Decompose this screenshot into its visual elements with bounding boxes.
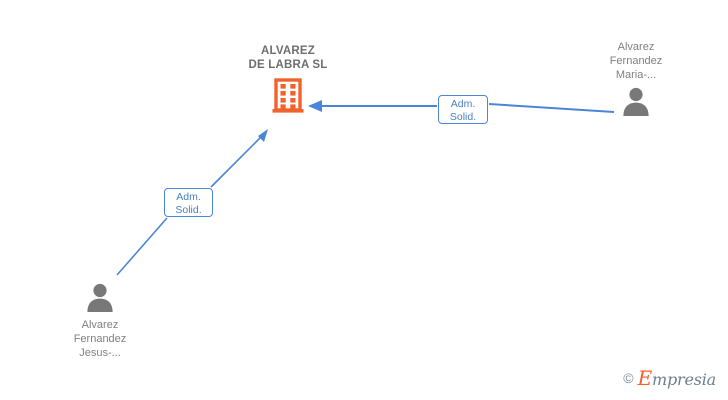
- watermark: © Empresia: [623, 366, 716, 390]
- person-left-label: Alvarez Fernandez Jesus-...: [73, 319, 127, 359]
- watermark-brand-cap: E: [637, 366, 653, 390]
- company-title: ALVAREZ DE LABRA SL: [248, 45, 328, 71]
- person-right-icon-wrap: [578, 86, 694, 118]
- company-node[interactable]: ALVAREZ DE LABRA SL: [222, 44, 354, 114]
- company-icon-wrap: [222, 78, 354, 114]
- person-left-icon-wrap: [42, 282, 158, 314]
- watermark-brand: Empresia: [637, 366, 717, 390]
- person-node-left[interactable]: Alvarez Fernandez Jesus-...: [42, 282, 158, 360]
- edge-label-adm-solid-left[interactable]: Adm. Solid.: [164, 188, 213, 217]
- edge-right-line: [308, 100, 615, 113]
- watermark-brand-rest: mpresia: [652, 370, 716, 389]
- building-icon: [272, 78, 304, 113]
- arrowhead-right-icon: [308, 100, 322, 112]
- edge-left-line: [116, 129, 268, 276]
- person-icon: [87, 283, 113, 312]
- person-right-label: Alvarez Fernandez Maria-...: [609, 41, 663, 81]
- arrowhead-left-icon: [258, 129, 268, 142]
- edge-label-adm-solid-right[interactable]: Adm. Solid.: [438, 95, 488, 124]
- person-icon: [623, 87, 649, 116]
- person-node-right[interactable]: Alvarez Fernandez Maria-...: [578, 40, 694, 118]
- copyright-icon: ©: [623, 370, 634, 386]
